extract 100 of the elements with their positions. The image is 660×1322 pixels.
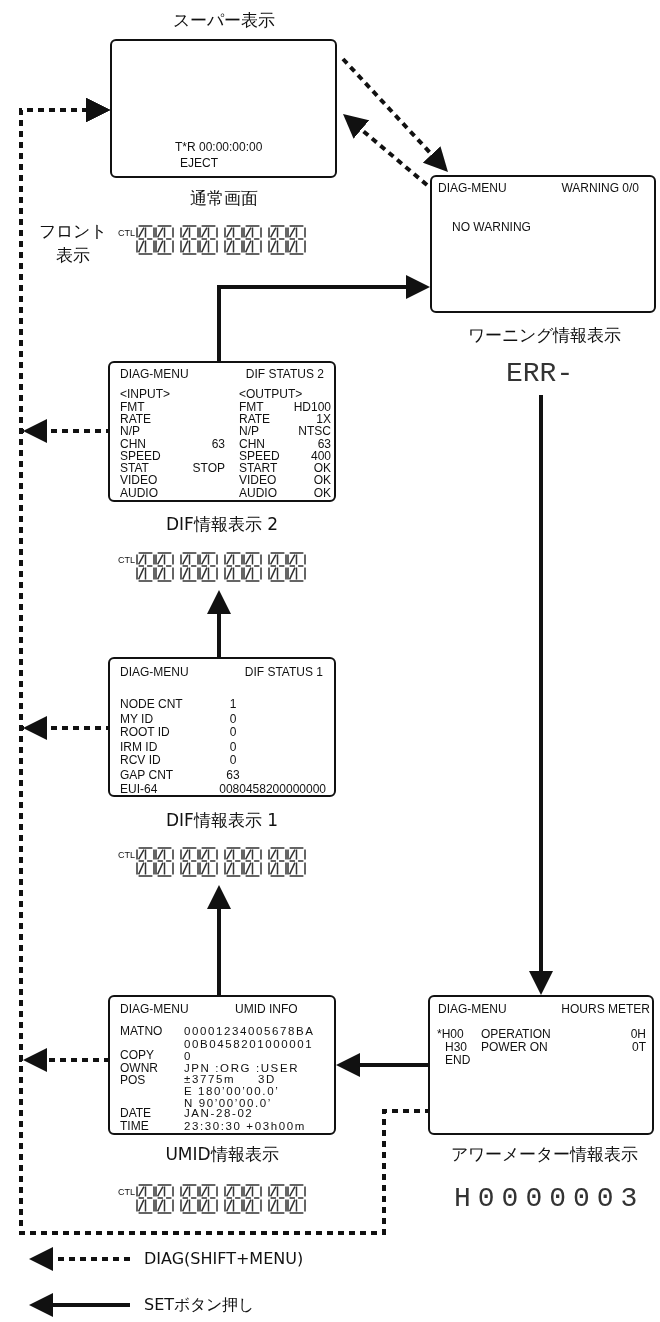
arrow <box>207 885 231 995</box>
screen-text: AUDIO <box>239 487 277 499</box>
screen-text: FMT <box>120 401 145 413</box>
screen-text: NODE CNT <box>120 698 183 710</box>
arrow <box>529 395 553 995</box>
screen-text: CHN <box>120 438 146 450</box>
screen-text: SPEED <box>120 450 161 462</box>
screen-text: 0T <box>632 1041 646 1053</box>
screen-text: 0H <box>630 1028 646 1040</box>
screen-text: 0080458200000000 <box>219 783 326 795</box>
segment-readout: H0000003 <box>454 1182 645 1216</box>
screen-text: OK <box>313 474 331 486</box>
screen-text: JAN-28-02 <box>184 1107 254 1119</box>
screen-text: NO WARNING <box>452 221 531 233</box>
screen-text: 00B0458201000001 <box>184 1038 314 1050</box>
screen-text: 1 <box>229 698 237 710</box>
screen-text: RCV ID <box>120 754 161 766</box>
screen-caption: ワーニング情報表示 <box>467 324 621 346</box>
screen-text: RATE <box>239 413 271 425</box>
screen-text: N 90’00’00.0’ <box>184 1097 272 1109</box>
screen-text: END <box>445 1054 471 1066</box>
screen-text: 0 <box>229 713 237 725</box>
screen-text: 400 <box>310 450 331 462</box>
screen-text: 0 <box>229 754 237 766</box>
screen-caption: DIF情報表示 2 <box>165 513 279 535</box>
screen-text: <INPUT> <box>120 388 170 400</box>
screen-text: 00001234005678BA <box>184 1025 315 1037</box>
screen-text: DIAG-MENU <box>120 666 189 678</box>
dashed-arrow <box>19 98 428 1235</box>
screen-text: N/P <box>120 425 140 437</box>
screen-text: NTSC <box>298 425 331 437</box>
screen-text: POS <box>120 1074 146 1086</box>
screen-text: TIME <box>120 1120 149 1132</box>
screen-text: DIAG-MENU <box>438 182 507 194</box>
screen-text: H30 <box>445 1041 467 1053</box>
screen-text: VIDEO <box>120 474 158 486</box>
screen-text: 63 <box>211 438 225 450</box>
screen-text: HD100 <box>293 401 331 413</box>
legend-text: DIAG(SHIFT+MENU) <box>144 1249 304 1269</box>
screen-caption: スーパー表示 <box>173 9 275 31</box>
screen-text: OWNR <box>120 1062 158 1074</box>
screen-text: SPEED <box>239 450 280 462</box>
display-label: CTL <box>118 1187 135 1197</box>
segment-readout: ERR- <box>506 357 574 391</box>
screen-text: RATE <box>120 413 152 425</box>
arrow <box>207 590 231 657</box>
arrow <box>217 275 430 361</box>
screen-text: E 180’00’00.0’ <box>184 1085 280 1097</box>
display-label: CTL <box>118 555 135 565</box>
screen-text: IRM ID <box>120 741 158 753</box>
screen-text: MY ID <box>120 713 154 725</box>
screen-text: 63 <box>317 438 331 450</box>
screen-text: START <box>239 462 278 474</box>
screen-box <box>428 995 654 1135</box>
display-label: CTL <box>118 228 135 238</box>
screen-box <box>430 175 656 313</box>
arrow <box>336 1053 428 1077</box>
screen-text: UMID INFO <box>235 1003 298 1015</box>
screen-text: N/P <box>239 425 259 437</box>
screen-box <box>108 361 336 502</box>
screen-text: OPERATION <box>481 1028 551 1040</box>
screen-text: ROOT ID <box>120 726 170 738</box>
screen-caption: アワーメーター情報表示 <box>450 1143 638 1165</box>
screen-text: VIDEO <box>239 474 277 486</box>
screen-text: FMT <box>239 401 264 413</box>
screen-text: EJECT <box>180 157 218 169</box>
screen-text: POWER ON <box>481 1041 548 1053</box>
screen-caption: 通常画面 <box>190 187 258 209</box>
screen-text: OK <box>313 462 331 474</box>
screen-text: MATNO <box>120 1025 163 1037</box>
screen-text: CHN <box>239 438 265 450</box>
screen-text: AUDIO <box>120 487 158 499</box>
screen-text: 63 <box>226 769 240 781</box>
screen-caption: フロント表示 <box>38 220 108 267</box>
screen-text: STOP <box>192 462 225 474</box>
screen-box <box>110 39 337 178</box>
display-label: CTL <box>118 850 135 860</box>
screen-text: DIAG-MENU <box>438 1003 507 1015</box>
screen-text: HOURS METER <box>561 1003 650 1015</box>
screen-caption: UMID情報表示 <box>165 1143 279 1165</box>
legend-text: SETボタン押し <box>144 1295 255 1315</box>
screen-text: DIF STATUS 2 <box>245 368 324 380</box>
screen-text: WARNING 0/0 <box>561 182 639 194</box>
dashed-arrow <box>343 114 429 187</box>
screen-text: T*R 00:00:00:00 <box>175 141 263 153</box>
dashed-arrow <box>341 57 448 172</box>
screen-text: DIAG-MENU <box>120 368 189 380</box>
screen-text: GAP CNT <box>120 769 174 781</box>
screen-caption: DIF情報表示 1 <box>165 809 279 831</box>
screen-text: JPN :ORG :USER <box>184 1062 300 1074</box>
screen-text: STAT <box>120 462 149 474</box>
screen-text: 0 <box>229 741 237 753</box>
screen-box <box>108 657 336 797</box>
screen-text: OK <box>313 487 331 499</box>
screen-text: *H00 <box>437 1028 464 1040</box>
screen-text: COPY <box>120 1049 154 1061</box>
screen-text: DATE <box>120 1107 152 1119</box>
screen-text: 0 <box>184 1050 192 1062</box>
screen-text: 1X <box>316 413 331 425</box>
screen-text: DIAG-MENU <box>120 1003 189 1015</box>
